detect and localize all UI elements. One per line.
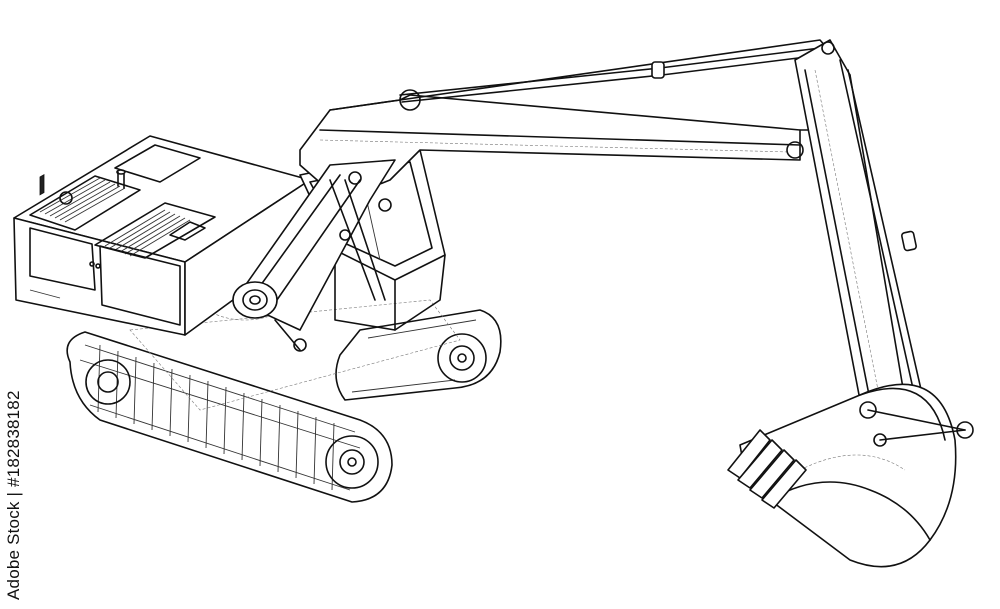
bucket: [727, 383, 974, 568]
front-track: [66, 331, 393, 503]
arm-stick: [786, 39, 929, 421]
boom-cylinders: [232, 159, 396, 352]
stock-id-label: Adobe Stock | #182838182: [4, 390, 23, 600]
rear-track: [335, 309, 502, 401]
